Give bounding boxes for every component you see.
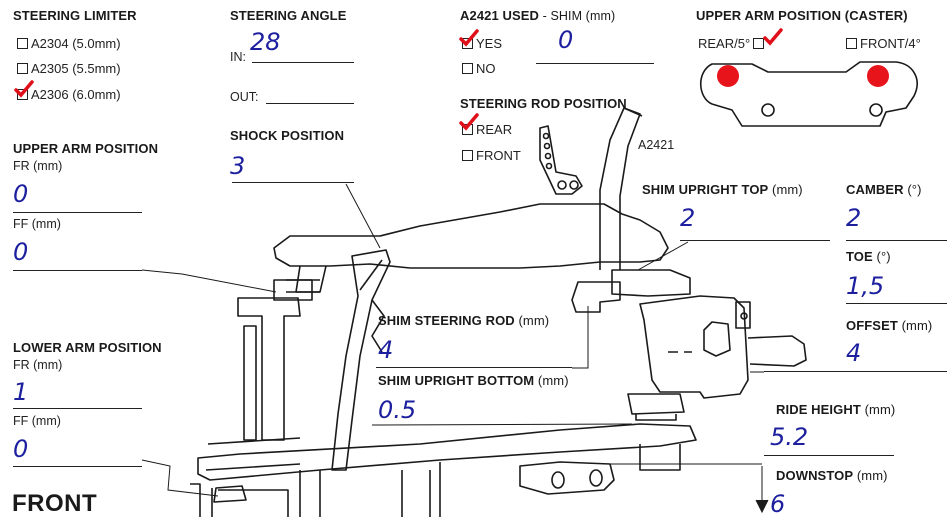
offset-title: OFFSET (mm) — [846, 318, 933, 333]
shim-steering-rod-underline — [376, 367, 572, 369]
lower-arm — [197, 423, 697, 481]
caster-option-front[interactable]: FRONT/4° — [846, 36, 921, 51]
caster-front-dot — [867, 65, 889, 87]
checkmark-icon — [14, 80, 34, 98]
a2421-plate — [539, 125, 583, 195]
upper-arm-title: UPPER ARM POSITION — [13, 141, 159, 156]
lower-arm-fr-underline — [13, 408, 142, 410]
a2421-shim-value: 0 — [558, 26, 574, 54]
camber-title: CAMBER (°) — [846, 182, 922, 197]
steering-limiter-title: STEERING LIMITER — [13, 8, 137, 23]
a2421-shim-underline — [536, 63, 654, 65]
lower-arm-ff-label: FF (mm) — [13, 414, 61, 428]
limiter-option-a2304[interactable]: A2304 (5.0mm) — [17, 36, 121, 51]
caster-hole-right — [869, 103, 883, 117]
offset-value: 4 — [846, 339, 862, 367]
upright-top — [611, 269, 691, 297]
toe-value: 1,5 — [846, 272, 885, 300]
limiter-option-a2305[interactable]: A2305 (5.5mm) — [17, 61, 121, 76]
checkbox-icon — [17, 38, 28, 49]
checkbox-icon — [17, 63, 28, 74]
caster-option-rear[interactable]: REAR/5° — [698, 36, 766, 51]
ride-height-title: RIDE HEIGHT (mm) — [776, 402, 896, 417]
downstop-title: DOWNSTOP (mm) — [776, 468, 888, 483]
upper-arm-ff-underline — [13, 270, 142, 272]
shim-steering-rod-value: 4 — [378, 336, 394, 364]
caster-hole-left — [761, 103, 775, 117]
checkbox-icon — [462, 63, 473, 74]
a2421-option-yes[interactable]: YES — [462, 36, 502, 51]
steering-rod-title: STEERING ROD POSITION — [460, 96, 627, 111]
checkbox-icon — [462, 38, 473, 49]
steering-in-label: IN: — [230, 50, 246, 64]
camber-underline — [846, 240, 947, 242]
a2421-used-title: A2421 USED - SHIM (mm) — [460, 8, 616, 23]
toe-underline — [846, 303, 947, 305]
upper-arm-fr-value: 0 — [13, 180, 29, 208]
steering-rod-option-front[interactable]: FRONT — [462, 148, 521, 163]
lower-arm-title: LOWER ARM POSITION — [13, 340, 162, 355]
steering-in-underline — [252, 62, 354, 64]
checkmark-icon — [459, 113, 479, 131]
upper-arm-fr-label: FR (mm) — [13, 159, 63, 173]
checkmark-icon — [459, 29, 479, 47]
checkbox-icon — [753, 38, 765, 49]
checkbox-icon — [17, 89, 28, 100]
lower-arm-ff-value: 0 — [13, 435, 29, 463]
lower-arm-ff-underline — [13, 466, 142, 468]
offset-underline — [764, 371, 947, 373]
steering-angle-title: STEERING ANGLE — [230, 8, 347, 23]
ride-height-value: 5.2 — [770, 423, 809, 451]
shim-upright-top-value: 2 — [680, 204, 696, 232]
shim-upright-bottom-title: SHIM UPRIGHT BOTTOM (mm) — [378, 373, 569, 388]
caster-title: UPPER ARM POSITION (CASTER) — [696, 8, 908, 23]
front-label: FRONT — [12, 490, 98, 517]
ride-height-underline — [764, 455, 894, 457]
checkbox-icon — [462, 150, 473, 161]
left-tower — [237, 297, 301, 441]
upper-arm — [273, 203, 669, 269]
checkbox-icon — [846, 38, 857, 49]
upper-arm-ff-label: FF (mm) — [13, 217, 61, 231]
upright-body — [639, 295, 749, 399]
lower-arm-fr-value: 1 — [13, 378, 29, 406]
toe-title: TOE (°) — [846, 249, 891, 264]
a2421-part-label: A2421 — [638, 138, 675, 152]
shock-position-value: 3 — [230, 152, 246, 180]
shock-position-underline — [232, 182, 354, 184]
steering-in-value: 28 — [250, 28, 281, 56]
steering-out-label: OUT: — [230, 90, 259, 104]
upper-arm-ff-value: 0 — [13, 238, 29, 266]
shim-steering-rod-title: SHIM STEERING ROD (mm) — [378, 313, 550, 328]
shim-upright-top-title: SHIM UPRIGHT TOP (mm) — [642, 182, 803, 197]
a2421-option-no[interactable]: NO — [462, 61, 496, 76]
downstop-value: 6 — [770, 490, 786, 517]
lower-arm-fr-label: FR (mm) — [13, 358, 63, 372]
checkmark-icon — [763, 28, 783, 46]
shock-position-title: SHOCK POSITION — [230, 128, 345, 143]
limiter-option-a2306[interactable]: A2306 (6.0mm) — [17, 87, 121, 102]
steering-out-underline — [266, 103, 354, 105]
shock-body — [331, 249, 391, 471]
caster-plate-outline — [699, 61, 918, 127]
upper-arm-fr-underline — [13, 212, 142, 214]
camber-value: 2 — [846, 204, 862, 232]
caster-rear-dot — [717, 65, 739, 87]
shim-upright-top-underline — [680, 240, 830, 242]
shim-upright-bottom-value: 0.5 — [378, 396, 417, 424]
